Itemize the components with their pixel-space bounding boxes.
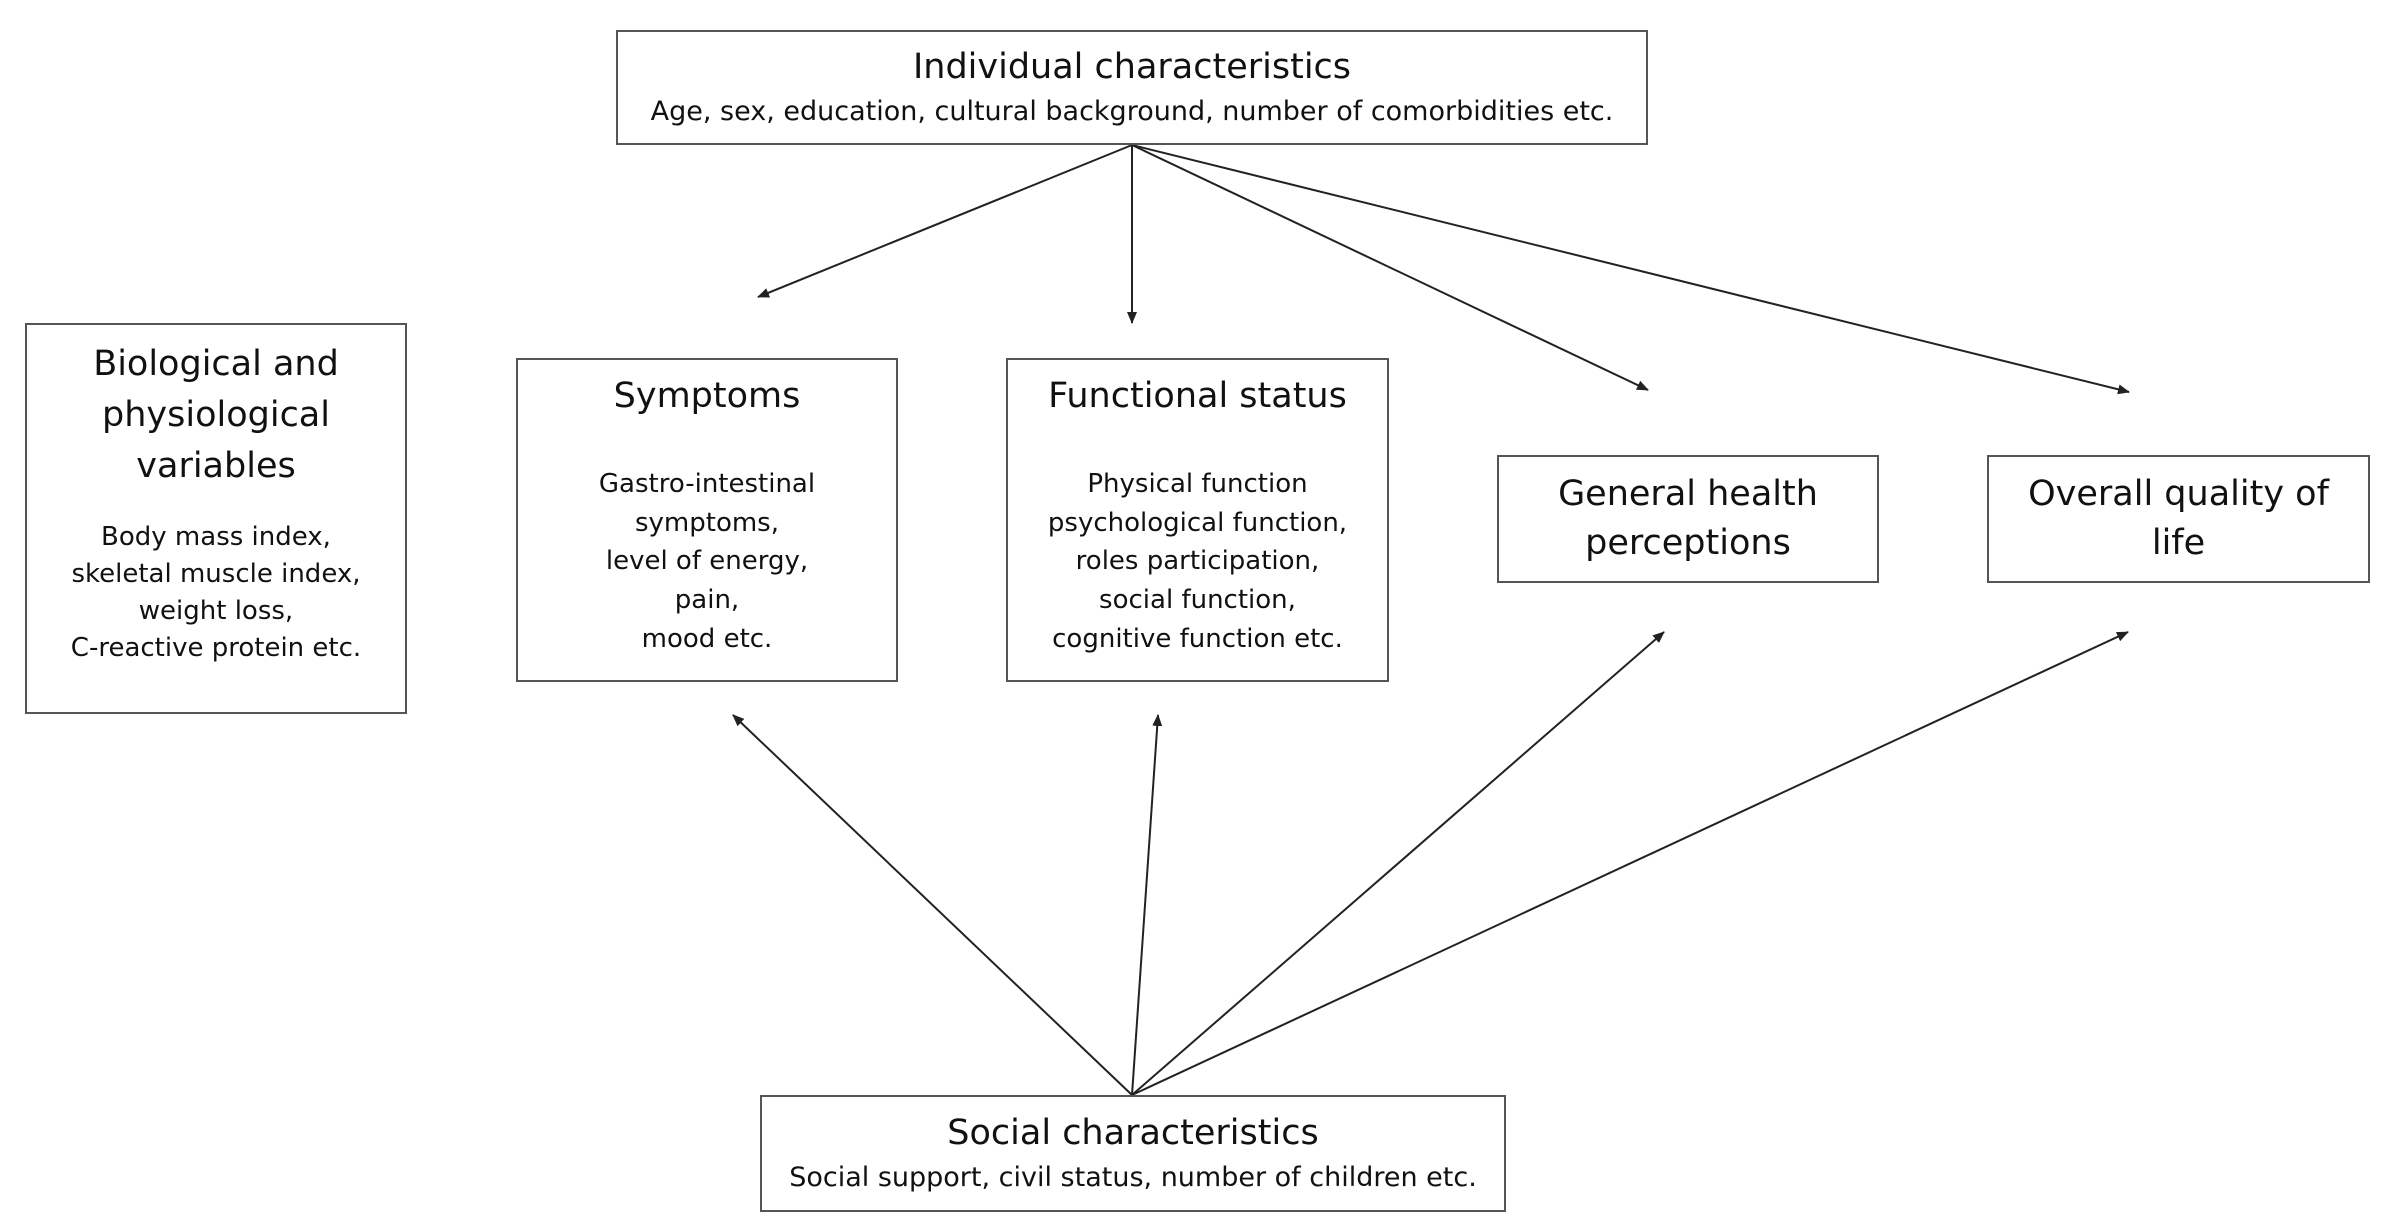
list-item: weight loss,	[138, 596, 294, 627]
individual-characteristics-box: Individual characteristics Age, sex, edu…	[616, 30, 1648, 145]
title-line: General health	[1558, 474, 1818, 514]
biological-variables-title: Biological and physiological variables	[93, 339, 339, 491]
individual-characteristics-title: Individual characteristics	[912, 46, 1352, 87]
list-item: mood etc.	[641, 623, 773, 654]
title-line: Biological and	[93, 344, 339, 384]
list-item: Gastro-intestinal	[598, 469, 816, 499]
functional-status-title: Functional status	[1048, 376, 1347, 416]
overall-quality-of-life-title: Overall quality of life	[2028, 470, 2329, 568]
arrow-individual-to-overall-qol	[1131, 144, 2130, 395]
arrow-individual-to-general-health	[1131, 144, 1649, 391]
symptoms-list: Gastro-intestinal symptoms, level of ene…	[599, 465, 815, 659]
arrow-social-to-overall-qol	[1131, 631, 2129, 1096]
individual-characteristics-subtitle: Age, sex, education, cultural background…	[650, 95, 1614, 127]
arrow-social-to-functional	[1131, 714, 1163, 1096]
list-item: psychological function,	[1047, 507, 1348, 538]
list-item: social function,	[1099, 585, 1296, 616]
functional-status-box: Functional status Physical function psyc…	[1006, 358, 1389, 682]
list-item: roles participation,	[1075, 546, 1320, 577]
biological-variables-box: Biological and physiological variables B…	[25, 323, 407, 714]
symptoms-box: Symptoms Gastro-intestinal symptoms, lev…	[516, 358, 898, 682]
list-item: Physical function	[1087, 469, 1308, 499]
list-item: C-reactive protein etc.	[70, 632, 362, 663]
list-item: symptoms,	[634, 507, 779, 538]
general-health-perceptions-box: General health perceptions	[1497, 455, 1879, 583]
arrow-social-to-symptoms	[732, 714, 1133, 1096]
title-line: physiological	[102, 394, 330, 435]
social-characteristics-subtitle: Social support, civil status, number of …	[789, 1161, 1477, 1193]
list-item: level of energy,	[605, 546, 809, 577]
arrow-individual-to-symptoms	[757, 144, 1133, 298]
list-item: skeletal muscle index,	[71, 559, 361, 590]
title-line: variables	[136, 445, 296, 486]
social-characteristics-box: Social characteristics Social support, c…	[760, 1095, 1506, 1212]
biological-variables-list: Body mass index, skeletal muscle index, …	[71, 519, 361, 667]
symptoms-title: Symptoms	[613, 376, 801, 416]
list-item: pain,	[674, 585, 740, 616]
social-characteristics-title: Social characteristics	[947, 1112, 1319, 1153]
title-line: life	[2151, 523, 2206, 563]
overall-quality-of-life-box: Overall quality of life	[1987, 455, 2370, 583]
arrow-social-to-general-health	[1131, 631, 1665, 1096]
title-line: Overall quality of	[2028, 474, 2329, 514]
title-line: perceptions	[1585, 523, 1791, 563]
list-item: cognitive function etc.	[1052, 623, 1343, 654]
functional-status-list: Physical function psychological function…	[1048, 465, 1347, 659]
general-health-perceptions-title: General health perceptions	[1558, 470, 1818, 568]
list-item: Body mass index,	[101, 522, 331, 553]
